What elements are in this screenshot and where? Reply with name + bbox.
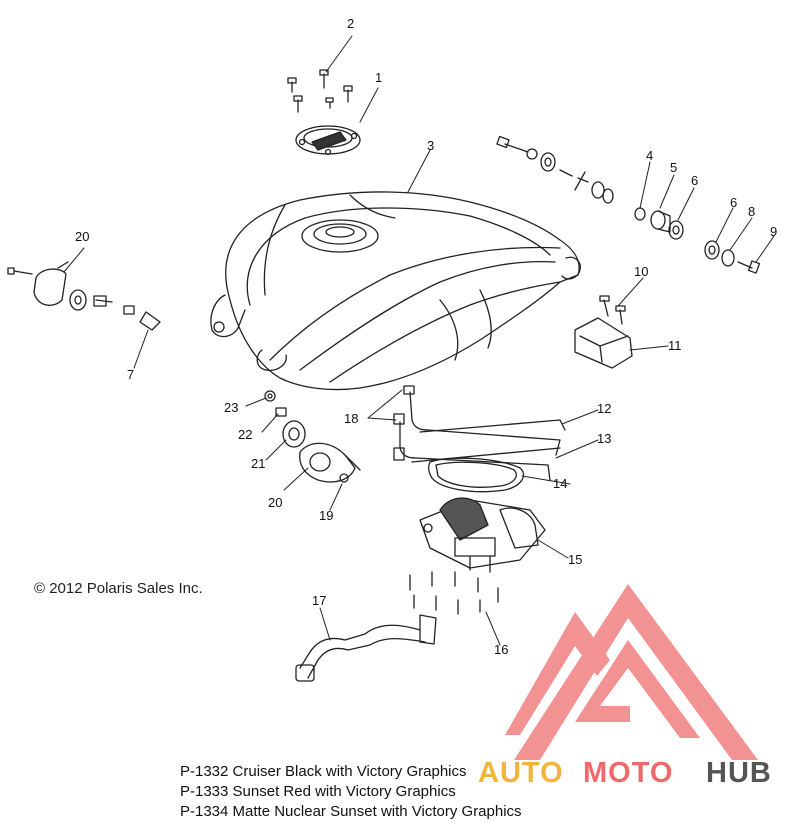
callout-9: 9 [770,224,778,239]
callout-14: 14 [553,476,568,491]
callout-23: 23 [224,400,239,415]
callout-16: 16 [494,642,509,657]
callout-20: 20 [75,229,90,244]
callout-17: 17 [312,593,327,608]
left-valve-assembly [7,261,161,331]
callout-21: 21 [251,456,266,471]
copyright-notice: © 2012 Polaris Sales Inc. [34,580,203,597]
watermark-text-moto: MOTO [583,757,674,789]
callout-6: 6 [691,173,699,188]
callout-8: 8 [748,204,756,219]
callout-20: 20 [268,495,283,510]
watermark-text-auto: AUTO [478,757,564,789]
callout-22: 22 [238,427,253,442]
callout-3: 3 [427,138,435,153]
callout-7: 7 [127,367,135,382]
caption-line: P-1334 Matte Nuclear Sunset with Victory… [180,803,522,820]
watermark-text-hub: HUB [706,757,772,789]
part-number-captions: P-1332 Cruiser Black with Victory Graphi… [180,762,522,822]
callout-12: 12 [597,401,612,416]
bolt-stack-upper [496,135,614,204]
cap-ring [295,125,361,156]
callout-10: 10 [634,264,649,279]
fuel-tank [210,191,581,391]
lower-valve-assembly [264,390,361,483]
callout-18: 18 [344,411,359,426]
callout-1: 1 [375,70,383,85]
leader-lines [63,35,775,646]
rear-bracket [574,295,633,369]
callout-2: 2 [347,16,355,31]
screws-pump [409,571,499,615]
bolt-stack-right [634,207,761,274]
callout-11: 11 [668,338,682,353]
callout-6: 6 [730,195,738,210]
watermark-triangle [505,584,758,760]
fuel-hose [295,614,437,682]
callout-19: 19 [319,508,334,523]
caption-line: P-1332 Cruiser Black with Victory Graphi… [180,763,467,780]
callout-13: 13 [597,431,612,446]
callout-4: 4 [646,148,654,163]
screws-top [287,69,353,113]
fuel-pump [419,497,546,573]
callout-15: 15 [568,552,583,567]
fuel-lines [393,385,566,481]
caption-line: P-1333 Sunset Red with Victory Graphics [180,783,456,800]
gasket [428,457,525,493]
callout-5: 5 [670,160,678,175]
